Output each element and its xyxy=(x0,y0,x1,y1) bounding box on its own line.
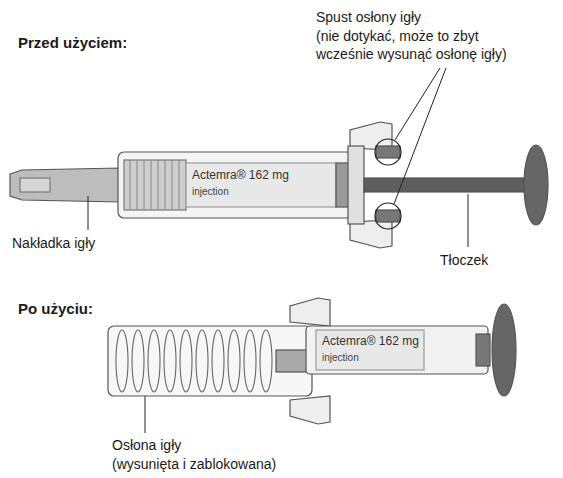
needle-shield xyxy=(108,326,312,396)
product-label: Actemra® 162 mg xyxy=(320,334,421,348)
section-heading: Przed użyciem: xyxy=(18,34,127,52)
callout-circle xyxy=(375,203,401,229)
needle-cap xyxy=(10,168,120,202)
plunger-pad xyxy=(524,145,548,225)
part-name: Tłoczek xyxy=(440,251,488,269)
section-heading: Po użyciu: xyxy=(18,300,93,318)
part-name: Nakładka igły xyxy=(12,234,95,252)
syringe-after-use xyxy=(108,298,516,424)
part-name: Spust osłony igły xyxy=(316,8,421,26)
product-label: Actemra® 162 mg xyxy=(190,168,291,182)
note: (wysunięta i zablokowana) xyxy=(112,455,276,473)
barrel xyxy=(118,152,356,218)
leader-lines xyxy=(88,68,468,433)
plunger-rod xyxy=(364,178,526,192)
shield-trigger xyxy=(376,210,400,222)
note: (nie dotykać, może to zbyt wcześnie wysu… xyxy=(316,27,538,63)
product-label: injection xyxy=(190,186,231,198)
part-name: Osłona igły xyxy=(112,436,181,454)
product-label: injection xyxy=(320,352,361,364)
shield-trigger xyxy=(376,146,400,158)
callout-circle xyxy=(375,139,401,165)
